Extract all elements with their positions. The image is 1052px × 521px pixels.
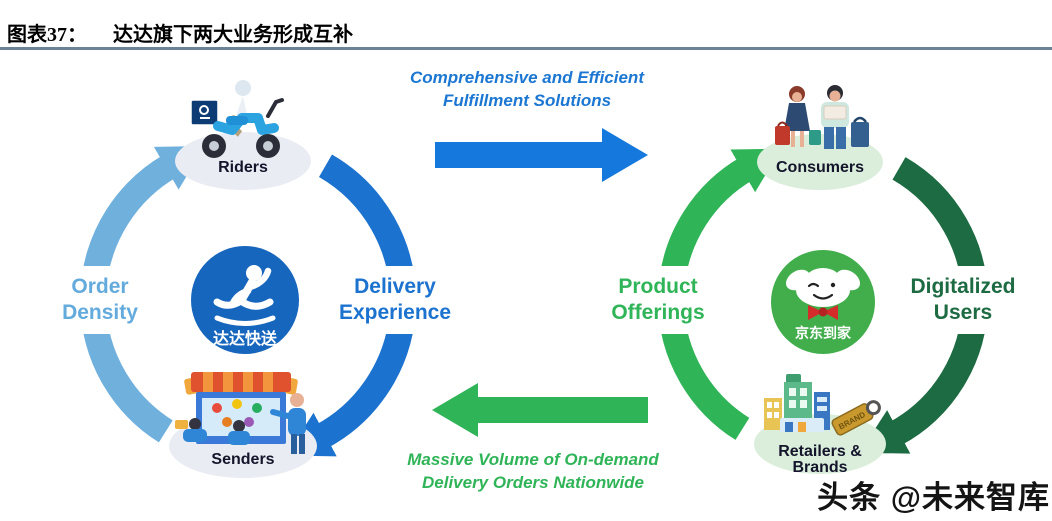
watermark: 头条 @未来智库 [817,480,1050,515]
shops-and-brand-tag-icon: BRAND [752,366,886,450]
delivery-scooter-icon [188,76,288,162]
bottom-connector-caption: Massive Volume of On-demand Delivery Ord… [407,450,659,492]
order-density-label: Order Density [35,266,165,334]
digitalized-users-label: Digitalized Users [888,266,1038,334]
delivery-experience-label: Delivery Experience [315,266,475,334]
jd-daojia-logo: 京东到家 [770,249,876,355]
figure-number: 图表37： [7,24,87,46]
riders-label: Riders [218,159,268,176]
retailers-brands-label: Retailers & Brands [778,443,862,476]
jd-daojia-name: 京东到家 [795,325,852,341]
figure-title: 达达旗下两大业务形成互补 [113,24,353,46]
shoppers-icon [763,82,877,162]
caption-divider [0,47,1052,50]
product-offerings-label: Product Offerings [583,266,733,334]
figure-caption: 图表37： 达达旗下两大业务形成互补 [7,18,1047,47]
dada-express-name: 达达快送 [213,329,278,348]
dada-express-logo: 达达快送 [190,245,300,355]
storefront-icon [165,366,317,460]
right-arrow-icon [435,128,648,182]
consumers-label: Consumers [775,159,865,176]
left-arrow-icon [432,383,648,437]
senders-label: Senders [211,451,275,468]
top-connector-caption: Comprehensive and Efficient Fulfillment … [410,68,644,110]
